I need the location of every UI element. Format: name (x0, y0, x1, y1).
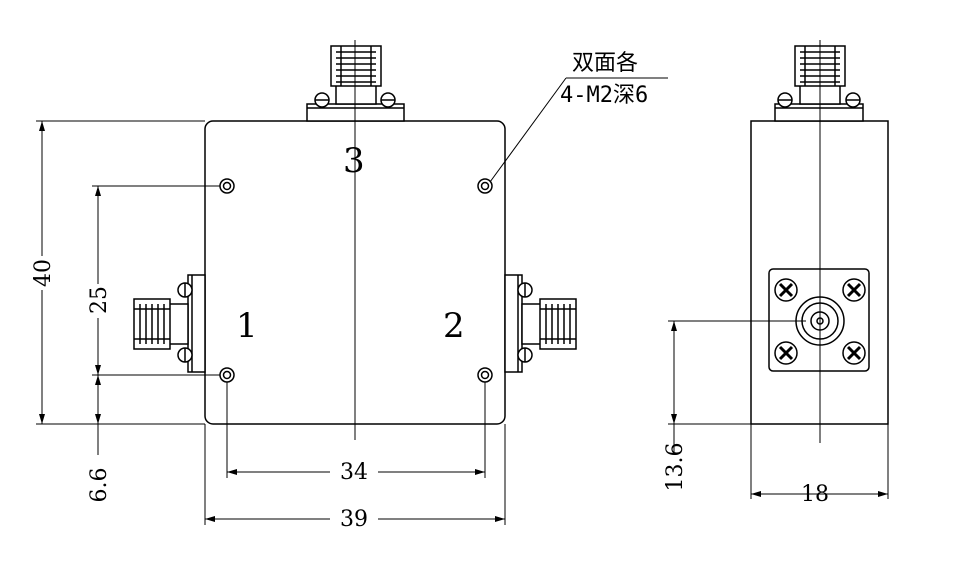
right-connector (504, 274, 577, 373)
side-top-connector (774, 45, 864, 122)
side-front-connector (768, 268, 870, 372)
dim-hole-spacing-horizontal: 34 (340, 460, 368, 485)
annotation-line-1: 双面各 (572, 51, 638, 76)
front-view (133, 40, 577, 440)
dim-hole-spacing-vertical: 25 (87, 286, 112, 314)
port-label-2: 2 (443, 306, 465, 346)
dim-body-width: 39 (340, 507, 368, 532)
dim-height: 40 (31, 259, 56, 287)
side-view (750, 40, 889, 443)
port-label-1: 1 (236, 306, 258, 346)
side-dimension-lines (668, 320, 889, 499)
dim-connector-height: 13.6 (663, 443, 688, 492)
dim-body-depth: 18 (801, 482, 829, 507)
port-label-3: 3 (343, 141, 365, 181)
left-connector (133, 274, 206, 373)
dim-hole-offset: 6.6 (87, 468, 112, 503)
annotation-line-2: 4-M2深6 (560, 83, 648, 108)
mounting-hole (477, 178, 493, 194)
